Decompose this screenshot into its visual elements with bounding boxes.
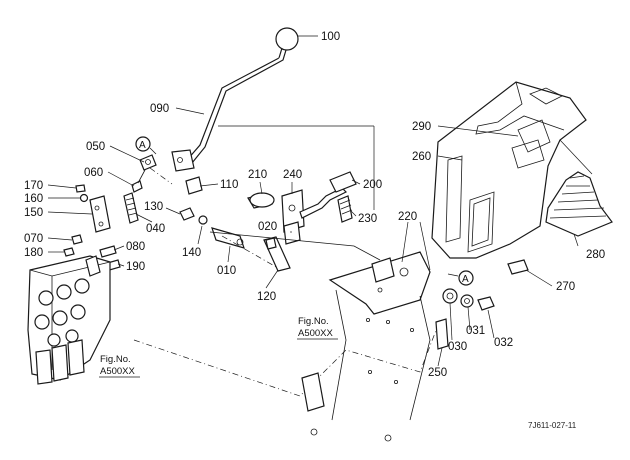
callout-030: 030 (448, 341, 467, 353)
spring-040 (123, 192, 139, 224)
svg-text:A500XX: A500XX (298, 328, 334, 339)
washer-030 (442, 288, 458, 304)
callout-031: 031 (466, 325, 485, 337)
svg-text:Fig.No.: Fig.No. (298, 316, 329, 327)
callout-010: 010 (217, 265, 236, 277)
callout-140: 140 (182, 247, 201, 259)
washer-140 (198, 215, 208, 225)
mount-bracket (328, 251, 431, 315)
callout-120: 120 (257, 291, 276, 303)
callout-260: 260 (412, 151, 431, 163)
callout-032: 032 (494, 337, 513, 349)
collar (185, 176, 203, 195)
callout-130: 130 (144, 201, 163, 213)
callout-160: 160 (24, 193, 43, 205)
nut-060 (131, 180, 143, 193)
bolt-200 (329, 171, 357, 193)
washer-031 (460, 294, 474, 308)
callout-100: 100 (321, 31, 340, 43)
callout-240: 240 (283, 169, 302, 181)
callout-050: 050 (86, 141, 105, 153)
lever-base-plate (171, 149, 195, 172)
callout-150: 150 (24, 207, 43, 219)
rubber-boot (545, 171, 613, 237)
fastener-group (435, 288, 495, 350)
figure-ref-left: Fig.No. A500XX (99, 354, 140, 378)
callout-060: 060 (84, 167, 103, 179)
lever-assembly (171, 27, 299, 195)
callout-180: 180 (24, 247, 43, 259)
bracket-assembly (218, 125, 375, 245)
reference-mark-upper: A (135, 136, 157, 155)
callout-270: 270 (556, 281, 575, 293)
svg-text:A500XX: A500XX (100, 366, 136, 377)
lever-knob (275, 27, 299, 51)
washer-160 (79, 193, 89, 203)
reference-mark-lower: A (447, 270, 474, 286)
callout-170: 170 (24, 180, 43, 192)
leader-lines (47, 35, 593, 367)
callout-280: 280 (586, 249, 605, 261)
plate-assembly (75, 184, 139, 233)
callout-250: 250 (428, 367, 447, 379)
callout-290: 290 (412, 121, 431, 133)
callout-040: 040 (146, 223, 165, 235)
rod-end-assembly (131, 154, 173, 193)
spring-230 (337, 195, 353, 223)
callout-020: 020 (258, 221, 277, 233)
linkage-assembly (179, 207, 291, 272)
callout-200: 200 (363, 179, 382, 191)
callout-220: 220 (398, 211, 417, 223)
bolt-250 (435, 318, 449, 350)
callout-110: 110 (220, 179, 238, 191)
bolt-032 (477, 296, 495, 311)
svg-text:A: A (139, 140, 146, 151)
control-valve (27, 255, 111, 385)
callout-070: 070 (24, 233, 43, 245)
callout-080: 080 (126, 241, 145, 253)
drawing-code: 7J611-027-11 (528, 421, 577, 430)
plate-150 (89, 195, 111, 233)
bushing-020 (283, 221, 301, 245)
callout-230: 230 (358, 213, 377, 225)
cover-260 (431, 81, 587, 259)
console-frame (133, 231, 441, 442)
callout-190: 190 (126, 261, 145, 273)
callout-labels: 100 090 050 060 170 160 150 070 180 080 … (24, 31, 605, 379)
figure-ref-center: Fig.No. A500XX (297, 316, 338, 340)
lever-cover (431, 81, 587, 275)
nut-130 (179, 207, 195, 221)
svg-text:A: A (462, 274, 469, 285)
svg-text:Fig.No.: Fig.No. (100, 354, 131, 365)
callout-090: 090 (150, 103, 169, 115)
callout-210: 210 (248, 169, 267, 181)
